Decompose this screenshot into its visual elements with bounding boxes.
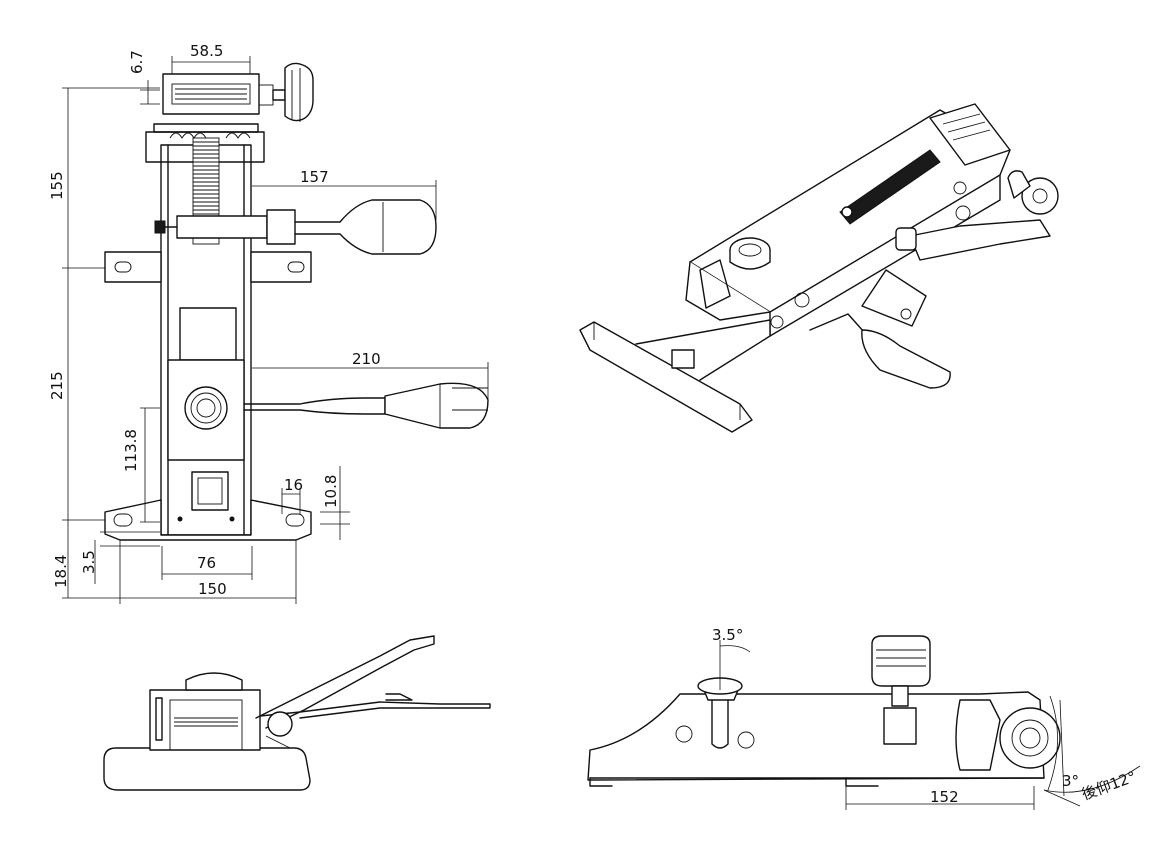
angle-3: 3°	[1062, 772, 1079, 790]
dim-16: 16	[284, 476, 303, 494]
dim-150: 150	[198, 580, 227, 598]
dim-152: 152	[930, 788, 959, 806]
dim-10-8: 10.8	[322, 475, 340, 508]
angle-3-5: 3.5°	[712, 626, 743, 644]
dim-113-8: 113.8	[122, 429, 140, 472]
dim-215: 215	[48, 371, 66, 400]
dim-155: 155	[48, 171, 66, 200]
dim-18-4: 18.4	[52, 555, 70, 588]
dim-3-5: 3.5	[80, 550, 98, 574]
dim-157: 157	[300, 168, 329, 186]
dim-6-7: 6.7	[128, 50, 146, 74]
side-view	[587, 635, 1141, 810]
isometric-view	[579, 103, 1059, 433]
angle-recline: 後仰12°	[1079, 767, 1138, 803]
dim-76: 76	[197, 554, 216, 572]
top-view	[104, 62, 489, 541]
front-view	[103, 635, 491, 791]
top-view-dimensions	[62, 56, 489, 604]
top-view-labels: 58.5 6.7 155 157 215 210 113.8 16 10.8 1…	[48, 42, 381, 598]
dim-210: 210	[352, 350, 381, 368]
dim-58-5: 58.5	[190, 42, 223, 60]
